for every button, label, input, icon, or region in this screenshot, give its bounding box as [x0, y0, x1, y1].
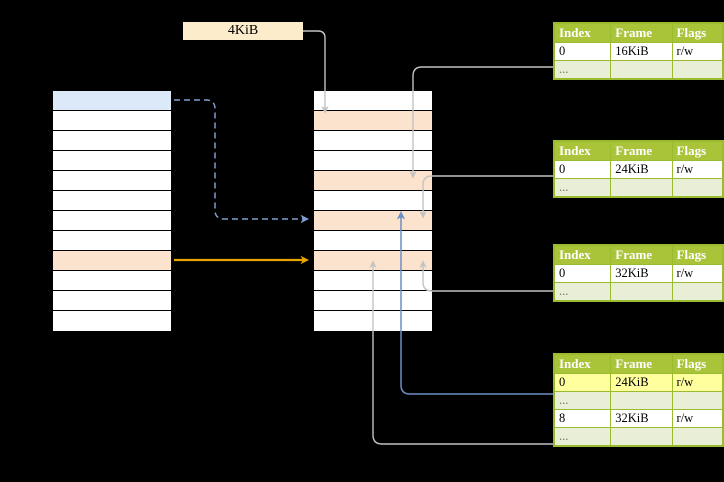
cell-index: ...	[553, 282, 612, 301]
column-header-frame: Frame	[610, 245, 673, 265]
column-header-flags: Flags	[671, 245, 724, 265]
column-header-frame: Frame	[610, 141, 673, 161]
physical-frame-row-6	[314, 211, 432, 231]
column-header-index: Index	[553, 354, 612, 374]
cell-index: ...	[553, 178, 612, 197]
virtual-page-row-2	[53, 131, 171, 151]
column-header-index: Index	[553, 245, 612, 265]
virtual-address-space-column	[52, 90, 172, 332]
column-header-frame: Frame	[610, 23, 673, 43]
physical-frame-row-9	[314, 271, 432, 291]
cell-flags	[671, 60, 724, 79]
cell-frame	[610, 427, 673, 446]
virtual-page-row-10	[53, 291, 171, 311]
cell-frame: 24KiB	[610, 160, 673, 179]
virtual-page-row-5	[53, 191, 171, 211]
physical-frame-row-4	[314, 171, 432, 191]
cell-flags: r/w	[671, 160, 724, 179]
wire-pt2-to-frame	[419, 175, 553, 219]
cell-flags	[671, 178, 724, 197]
virtual-page-row-6	[53, 211, 171, 231]
cell-flags	[671, 427, 724, 446]
cell-flags: r/w	[671, 409, 724, 428]
cell-frame: 16KiB	[610, 42, 673, 61]
physical-frame-row-2	[314, 131, 432, 151]
table-row: ...	[553, 391, 724, 410]
column-header-flags: Flags	[671, 23, 724, 43]
virtual-page-row-1	[53, 111, 171, 131]
physical-frame-row-7	[314, 231, 432, 251]
table-row: ...	[553, 427, 724, 446]
wire-pt3-to-frame	[419, 260, 553, 292]
physical-memory-column	[313, 90, 433, 332]
cell-index: 8	[553, 409, 612, 428]
cell-index: ...	[553, 427, 612, 446]
cell-flags: r/w	[671, 42, 724, 61]
virtual-page-row-8	[53, 251, 171, 271]
physical-frame-row-3	[314, 151, 432, 171]
wire-pt1-to-frame	[409, 66, 553, 179]
virtual-page-row-7	[53, 231, 171, 251]
table-row: ...	[553, 282, 724, 301]
cell-index: ...	[553, 60, 612, 79]
physical-frame-row-10	[314, 291, 432, 311]
column-header-index: Index	[553, 141, 612, 161]
physical-frame-row-8	[314, 251, 432, 271]
physical-frame-row-11	[314, 311, 432, 331]
cell-flags	[671, 282, 724, 301]
cell-index: 0	[553, 160, 612, 179]
column-header-index: Index	[553, 23, 612, 43]
virtual-page-row-9	[53, 271, 171, 291]
column-header-flags: Flags	[671, 141, 724, 161]
cell-frame: 24KiB	[610, 373, 673, 392]
cell-flags	[671, 391, 724, 410]
cell-flags: r/w	[671, 264, 724, 283]
cell-index: 0	[553, 264, 612, 283]
cell-frame	[610, 391, 673, 410]
virtual-page-row-0	[53, 91, 171, 111]
column-header-frame: Frame	[610, 354, 673, 374]
table-row: ...	[553, 60, 724, 79]
cell-index: ...	[553, 391, 612, 410]
physical-frame-row-0	[314, 91, 432, 111]
cell-frame	[610, 60, 673, 79]
table-row: ...	[553, 178, 724, 197]
cell-frame: 32KiB	[610, 264, 673, 283]
wire-virtual-to-physical-dashed	[174, 99, 309, 224]
cell-frame	[610, 178, 673, 197]
cell-index: 0	[553, 42, 612, 61]
cell-flags: r/w	[671, 373, 724, 392]
virtual-page-row-4	[53, 171, 171, 191]
virtual-page-row-11	[53, 311, 171, 331]
cell-frame	[610, 282, 673, 301]
frame-size-label: 4KiB	[183, 22, 303, 40]
column-header-flags: Flags	[671, 354, 724, 374]
physical-frame-row-1	[314, 111, 432, 131]
cell-frame: 32KiB	[610, 409, 673, 428]
cell-index: 0	[553, 373, 612, 392]
physical-frame-row-5	[314, 191, 432, 211]
virtual-page-row-3	[53, 151, 171, 171]
